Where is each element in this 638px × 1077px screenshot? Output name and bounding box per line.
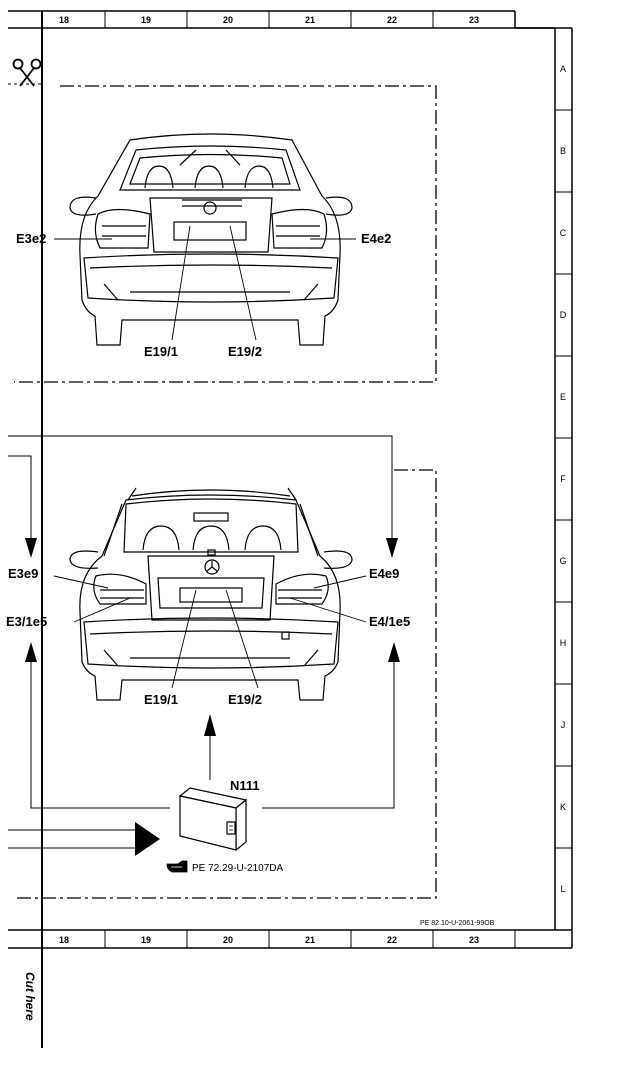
arrow-up-icon bbox=[25, 642, 37, 662]
row-label: G bbox=[559, 556, 566, 566]
column-labels-top: 18 19 20 21 22 23 bbox=[59, 15, 479, 25]
col-label: 19 bbox=[141, 935, 151, 945]
car-rear-view-bottom bbox=[69, 487, 353, 701]
col-label: 19 bbox=[141, 15, 151, 25]
row-label: A bbox=[560, 64, 566, 74]
signal-lines bbox=[8, 435, 395, 849]
control-module-n111 bbox=[178, 787, 248, 852]
arrow-up-icon bbox=[388, 642, 400, 662]
arrow-down-icon bbox=[25, 538, 37, 558]
bottom-view-boundary bbox=[14, 469, 437, 899]
col-label: 20 bbox=[223, 15, 233, 25]
drawing-frame bbox=[8, 10, 573, 1048]
drawing-reference: PE 82.10-U-2061-99OB bbox=[420, 920, 495, 927]
module-label: N111 bbox=[230, 778, 260, 793]
pointing-hand-icon bbox=[166, 860, 188, 873]
row-label: C bbox=[560, 228, 567, 238]
lamp-label-right-upper: E4e9 bbox=[369, 566, 399, 581]
scissors-icon bbox=[12, 58, 42, 87]
module-reference: PE 72.29-U-2107DA bbox=[192, 863, 283, 874]
lamp-label-left-upper: E3e9 bbox=[8, 566, 38, 581]
row-labels: A B C D E F G H J K L bbox=[559, 64, 566, 894]
top-callout-lines bbox=[54, 225, 356, 341]
lamp-label-right: E4e2 bbox=[361, 231, 391, 246]
row-label: L bbox=[560, 884, 565, 894]
row-label: B bbox=[560, 146, 566, 156]
plate-lamp-label-right: E19/2 bbox=[228, 344, 262, 359]
plate-lamp-label-left: E19/1 bbox=[144, 692, 178, 707]
col-label: 18 bbox=[59, 15, 69, 25]
col-label: 23 bbox=[469, 935, 479, 945]
row-label: E bbox=[560, 392, 566, 402]
arrow-heads bbox=[25, 538, 400, 856]
top-labels: E3e2 E4e2 E19/1 E19/2 bbox=[16, 231, 391, 359]
row-label: K bbox=[560, 802, 566, 812]
col-label: 20 bbox=[223, 935, 233, 945]
plate-lamp-label-left: E19/1 bbox=[144, 344, 178, 359]
bottom-labels: E3e9 E4e9 E3/1e5 E4/1e5 E19/1 E19/2 N111 bbox=[6, 566, 410, 793]
row-label: J bbox=[561, 720, 566, 730]
col-label: 21 bbox=[305, 15, 315, 25]
col-label: 22 bbox=[387, 15, 397, 25]
row-label: H bbox=[560, 638, 567, 648]
lamp-label-right-lower: E4/1e5 bbox=[369, 614, 410, 629]
col-label: 23 bbox=[469, 15, 479, 25]
arrow-up-icon bbox=[204, 714, 216, 736]
column-labels-bottom: 18 19 20 21 22 23 bbox=[59, 935, 479, 945]
row-label: F bbox=[560, 474, 566, 484]
col-label: 18 bbox=[59, 935, 69, 945]
arrow-down-icon bbox=[386, 538, 398, 558]
col-label: 21 bbox=[305, 935, 315, 945]
triangle-arrow-icon bbox=[135, 822, 160, 856]
car-rear-view-top bbox=[69, 133, 353, 346]
col-label: 22 bbox=[387, 935, 397, 945]
lamp-label-left-lower: E3/1e5 bbox=[6, 614, 47, 629]
lamp-label-left: E3e2 bbox=[16, 231, 46, 246]
cut-here-label: Cut here bbox=[23, 972, 37, 1021]
plate-lamp-label-right: E19/2 bbox=[228, 692, 262, 707]
bottom-callout-lines bbox=[53, 575, 367, 689]
row-label: D bbox=[560, 310, 567, 320]
top-view-boundary bbox=[14, 85, 437, 383]
